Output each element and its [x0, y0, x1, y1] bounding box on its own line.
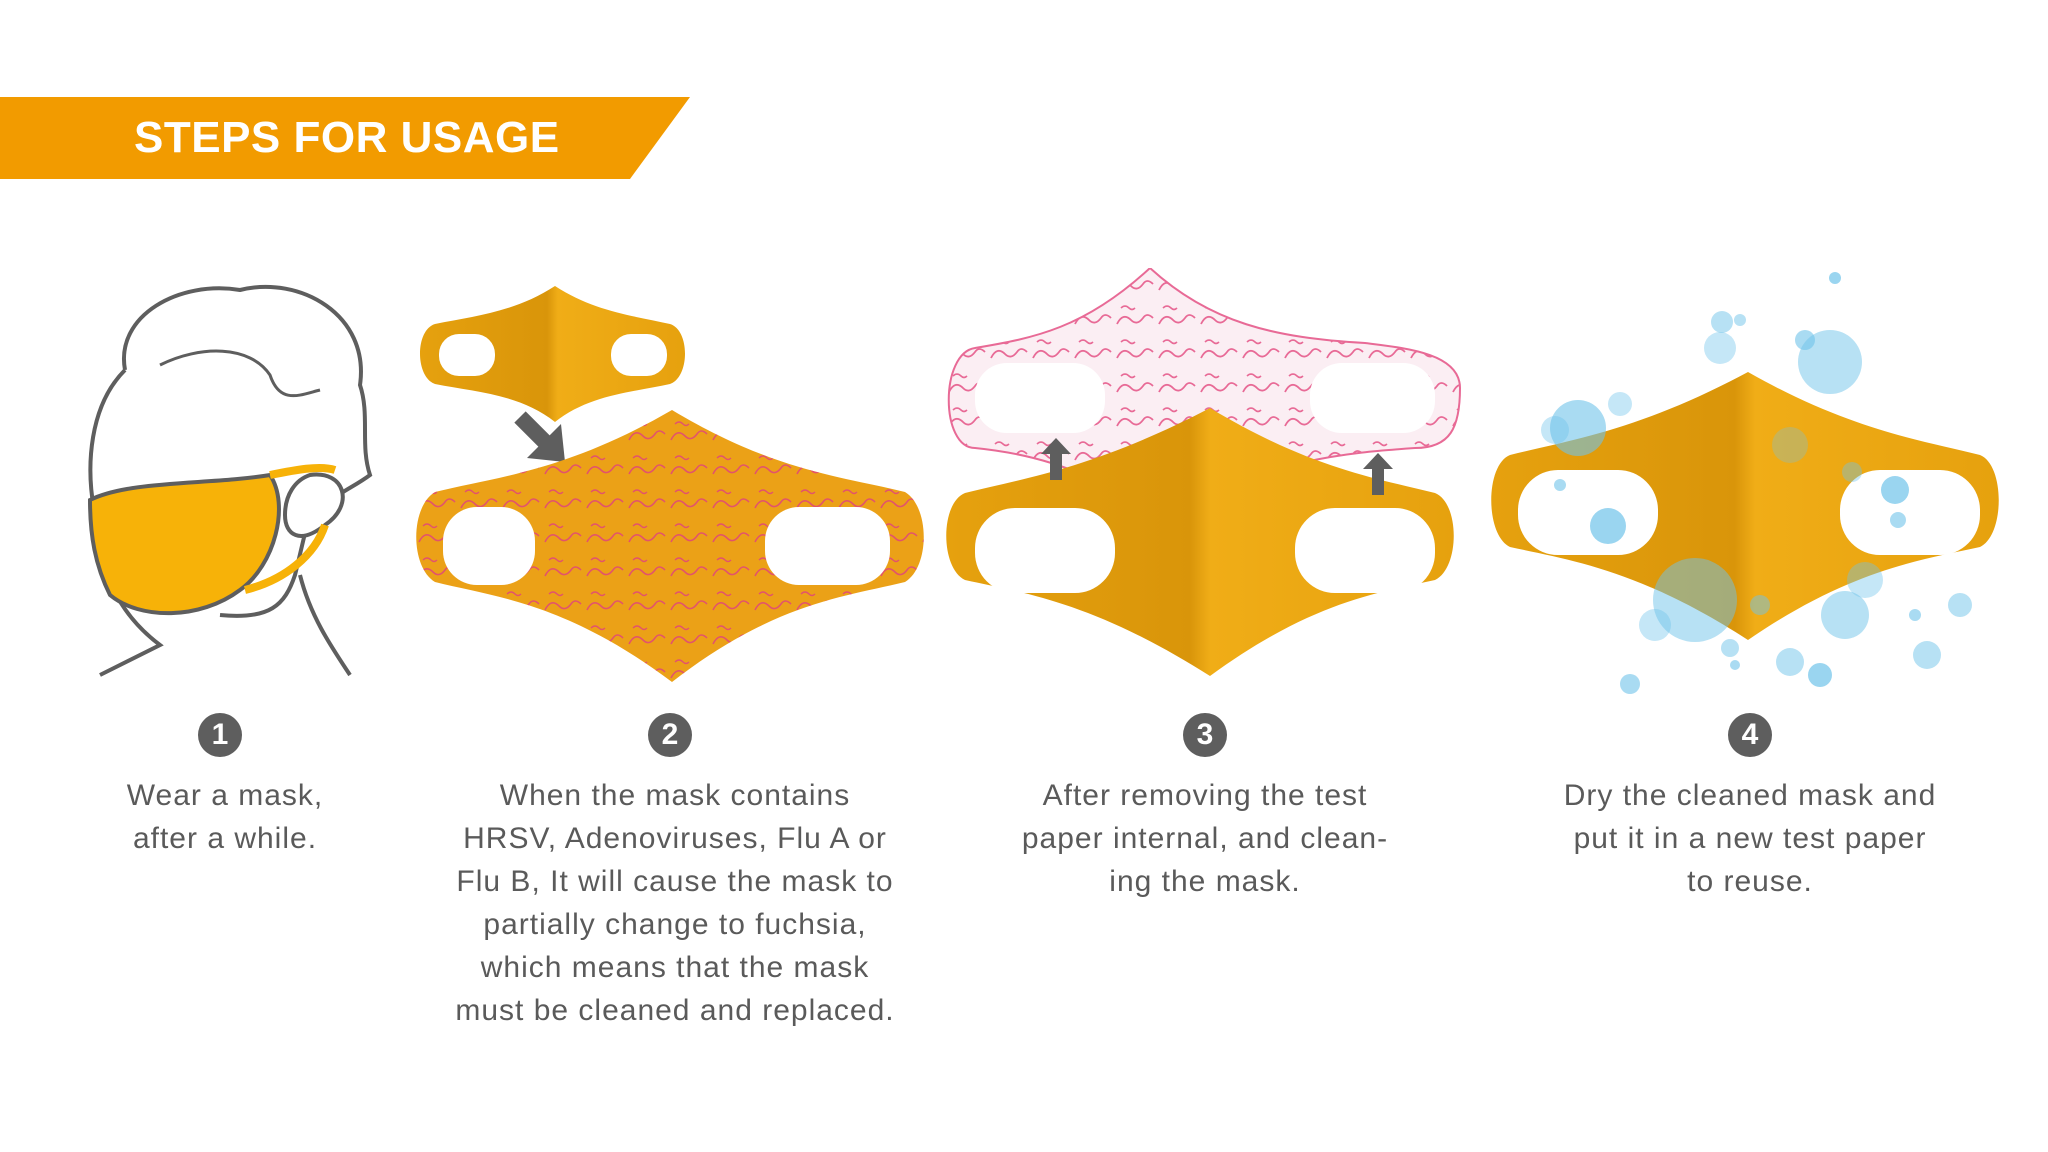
test-paper: [947, 268, 1462, 520]
step-4-text: Dry the cleaned mask and put it in a new…: [1563, 779, 1937, 898]
down-arrow-icon: [514, 411, 565, 462]
small-mask: [420, 286, 685, 422]
step-2-badge: 2: [648, 713, 692, 757]
patterned-mask: [416, 410, 924, 682]
banner-shape: [0, 97, 690, 179]
mask-changed-fuchsia-illustration: [416, 286, 924, 682]
step-4-badge: 4: [1728, 713, 1772, 757]
step-3-badge: 3: [1183, 713, 1227, 757]
step-3-text: After removing the test paper internal, …: [1021, 779, 1389, 898]
step-1-badge: 1: [198, 713, 242, 757]
step-1-text: Wear a mask, after a while.: [126, 779, 324, 855]
step-2-text: When the mask contains HRSV, Adenoviruse…: [455, 779, 895, 1027]
cleaned-mask-bubbles-illustration: [1491, 272, 1999, 694]
up-arrow-icon: [1041, 438, 1071, 480]
banner-title: STEPS FOR USAGE: [134, 113, 560, 162]
up-arrow-icon: [1363, 453, 1393, 495]
title-banner: STEPS FOR USAGE: [0, 97, 690, 179]
person-wearing-mask-illustration: [87, 284, 373, 677]
mask-yellow: [946, 408, 1454, 676]
test-paper-removal-illustration: [946, 268, 1462, 676]
bubbles: [1541, 272, 1972, 694]
